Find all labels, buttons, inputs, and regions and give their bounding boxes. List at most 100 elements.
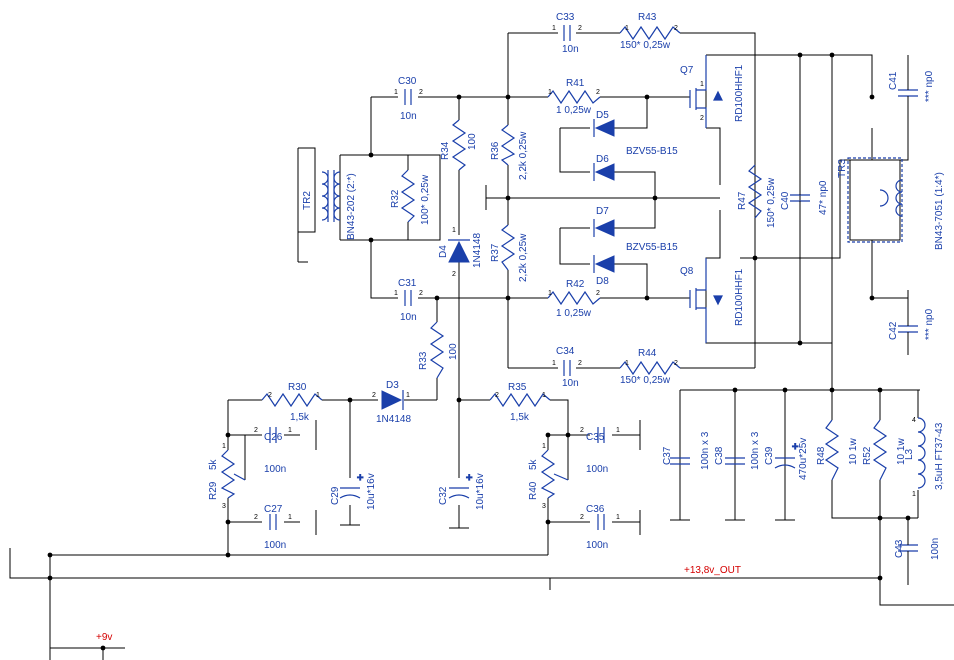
q7-symbol xyxy=(689,55,723,128)
svg-text:3: 3 xyxy=(542,503,546,510)
r52-value: 10 1w xyxy=(896,438,907,465)
r37-symbol xyxy=(500,224,516,271)
c33-value: 10n xyxy=(562,44,579,55)
svg-text:1: 1 xyxy=(552,25,556,32)
q7-value: RD100HHF1 xyxy=(734,64,745,122)
r52-ref: R52 xyxy=(862,446,873,465)
svg-text:1: 1 xyxy=(222,443,226,450)
svg-text:2: 2 xyxy=(674,360,678,367)
r43-symbol xyxy=(619,25,681,41)
c27-symbol xyxy=(269,514,277,530)
c26-symbol xyxy=(269,427,277,443)
c31-value: 10n xyxy=(400,312,417,323)
r34-symbol xyxy=(451,119,467,171)
d5-symbol xyxy=(593,119,615,137)
svg-text:1: 1 xyxy=(548,89,552,96)
svg-text:1: 1 xyxy=(288,427,292,434)
r35-value: 1,5k xyxy=(510,412,530,423)
c36-ref: C36 xyxy=(586,504,605,515)
r48-ref: R48 xyxy=(816,446,827,465)
c34-value: 10n xyxy=(562,378,579,389)
c26-ref: C26 xyxy=(264,432,283,443)
d6-value: BZV55-B15 xyxy=(626,146,678,157)
c32-ref: C32 xyxy=(438,486,449,505)
ground-stubs xyxy=(298,261,795,529)
r34-ref: R34 xyxy=(440,141,451,160)
c38-ref: C38 xyxy=(714,446,725,465)
svg-text:2: 2 xyxy=(268,392,272,399)
c41-symbol xyxy=(898,89,918,97)
c39-ref: C39 xyxy=(764,446,775,465)
svg-text:2: 2 xyxy=(254,427,258,434)
c27-value: 100n xyxy=(264,540,286,551)
c38-value: 100n x 3 xyxy=(750,431,761,470)
d8-ref: D8 xyxy=(596,276,609,287)
r29-wiper xyxy=(233,473,246,481)
l3-symbol xyxy=(917,417,926,489)
r52-symbol xyxy=(872,419,888,481)
d4-ref: D4 xyxy=(438,245,449,258)
c43-ref: C43 xyxy=(894,539,905,558)
svg-text:1: 1 xyxy=(542,392,546,399)
r37-value: 2,2k 0,25w xyxy=(518,233,529,282)
svg-text:1: 1 xyxy=(288,514,292,521)
r44-ref: R44 xyxy=(638,348,657,359)
svg-text:1: 1 xyxy=(406,392,410,399)
junction-dots xyxy=(47,52,911,651)
svg-text:1: 1 xyxy=(700,81,704,88)
svg-text:1: 1 xyxy=(316,392,320,399)
c42-value: *** np0 xyxy=(924,308,935,340)
c29-ref: C29 xyxy=(330,486,341,505)
c36-value: 100n xyxy=(586,540,608,551)
c34-symbol xyxy=(563,360,571,376)
svg-text:2: 2 xyxy=(578,25,582,32)
svg-text:2: 2 xyxy=(700,115,704,122)
svg-text:2: 2 xyxy=(254,514,258,521)
c42-ref: C42 xyxy=(888,321,899,340)
c31-symbol xyxy=(404,290,412,306)
d3-ref: D3 xyxy=(386,380,399,391)
tr2-symbol xyxy=(321,170,341,222)
svg-text:1: 1 xyxy=(548,290,552,297)
c30-symbol xyxy=(404,89,412,105)
svg-text:2: 2 xyxy=(452,271,456,278)
d8-value: BZV55-B15 xyxy=(626,242,678,253)
r29-symbol xyxy=(220,449,236,499)
l3-ref: L3 xyxy=(904,448,915,460)
l3-value: 3,5uH FT37-43 xyxy=(934,422,945,490)
svg-text:2: 2 xyxy=(580,514,584,521)
labels: C33 10n R43 150* 0,25w C30 10n R41 1 0,2… xyxy=(96,12,945,643)
svg-text:2: 2 xyxy=(419,290,423,297)
c29-value: 10u*16v xyxy=(366,473,377,510)
c41-value: *** np0 xyxy=(924,70,935,102)
svg-text:2: 2 xyxy=(674,25,678,32)
c38-symbol xyxy=(725,457,745,465)
r36-symbol xyxy=(500,124,516,166)
r40-symbol xyxy=(540,449,556,499)
svg-text:+: + xyxy=(357,472,363,484)
r44-value: 150* 0,25w xyxy=(620,375,671,386)
svg-text:1: 1 xyxy=(552,360,556,367)
c33-ref: C33 xyxy=(556,12,575,23)
tr3-ref: TR3 xyxy=(837,159,848,178)
r30-ref: R30 xyxy=(288,382,307,393)
r32-value: 100* 0,25w xyxy=(420,174,431,225)
c36-symbol xyxy=(597,514,605,530)
r48-value: 10 1w xyxy=(848,438,859,465)
net-label-13v8-out: +13,8v_OUT xyxy=(684,565,741,576)
svg-text:3: 3 xyxy=(222,503,226,510)
r33-value: 100 xyxy=(448,343,459,360)
c39-value: 470u*25v xyxy=(798,438,809,480)
r32-symbol xyxy=(400,169,416,223)
c37-ref: C37 xyxy=(662,446,673,465)
svg-text:2: 2 xyxy=(419,89,423,96)
r40-ref: R40 xyxy=(528,481,539,500)
svg-text:1: 1 xyxy=(452,227,456,234)
r41-value: 1 0,25w xyxy=(556,105,592,116)
r41-ref: R41 xyxy=(566,78,585,89)
r33-symbol xyxy=(429,321,445,379)
r36-ref: R36 xyxy=(490,141,501,160)
c30-value: 10n xyxy=(400,111,417,122)
